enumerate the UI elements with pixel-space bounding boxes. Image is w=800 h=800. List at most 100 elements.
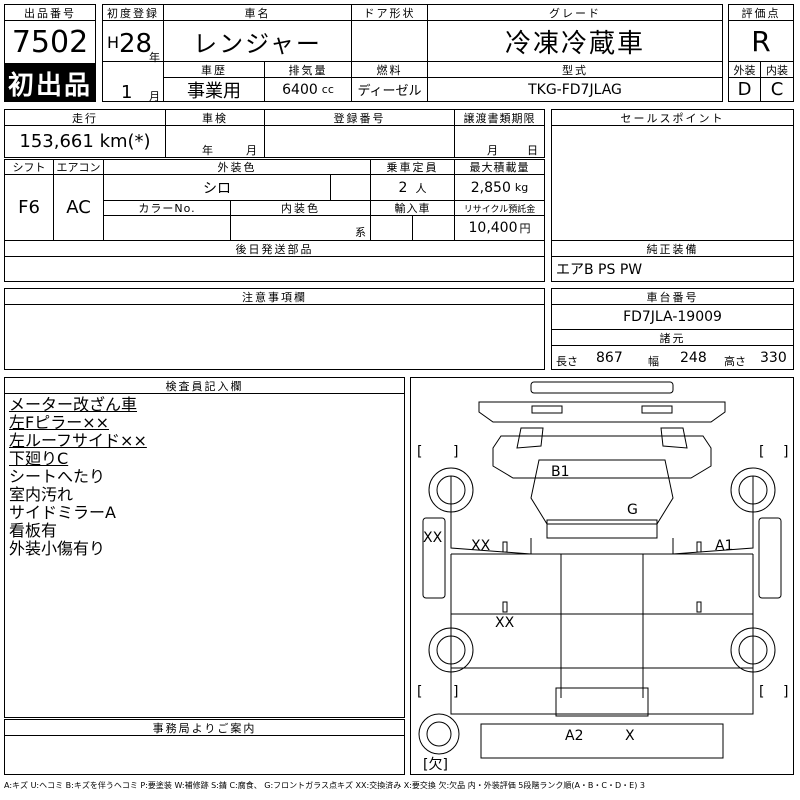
damage-mark-xx-left-mirror: XX bbox=[423, 530, 443, 546]
transfer-deadline: 月 日 bbox=[454, 125, 545, 158]
shift-label: シフト bbox=[4, 159, 54, 175]
displacement: 6400 cc bbox=[264, 77, 352, 102]
reg-year: 28 bbox=[119, 29, 153, 59]
equipment: エアB PS PW bbox=[551, 256, 794, 282]
recycle-fee-value: 10,400 bbox=[468, 220, 518, 236]
first-listing-badge: 初出品 bbox=[4, 64, 96, 102]
inspector-notes-list: メーター改ざん車 左Fピラー×× 左ルーフサイド×× 下廻りC シートへたり 室… bbox=[9, 396, 400, 558]
first-registration-month: 1 月 bbox=[102, 61, 164, 103]
caution-label: 注意事項欄 bbox=[4, 288, 545, 305]
interior-color: 系 bbox=[230, 215, 371, 241]
note-item: 室内汚れ bbox=[9, 485, 74, 504]
fuel-label: 燃料 bbox=[351, 61, 428, 78]
grade-label: グレード bbox=[427, 4, 723, 21]
max-load-label: 最大積載量 bbox=[454, 159, 545, 175]
sales-point-label: セールスポイント bbox=[551, 109, 794, 126]
dimensions-label: 諸元 bbox=[551, 329, 794, 346]
truck-outline bbox=[418, 381, 782, 759]
bracket-open: [ bbox=[417, 684, 423, 700]
exterior-color-extra bbox=[330, 174, 371, 201]
inspection-date: 年 月 bbox=[165, 125, 265, 158]
seats-label: 乗車定員 bbox=[370, 159, 455, 175]
car-name: レンジャー bbox=[163, 20, 352, 62]
import-flag bbox=[370, 215, 413, 241]
inspector-notes: メーター改ざん車 左Fピラー×× 左ルーフサイド×× 下廻りC シートへたり 室… bbox=[4, 393, 405, 718]
model-code-label: 型式 bbox=[427, 61, 723, 78]
score-label: 評価点 bbox=[728, 4, 794, 21]
era: H bbox=[107, 33, 120, 52]
bracket-close: ] bbox=[783, 444, 789, 460]
color-number-label: カラーNo. bbox=[103, 200, 231, 216]
max-load-value: 2,850 bbox=[470, 179, 511, 196]
history-label: 車歴 bbox=[163, 61, 265, 78]
transfer-month-unit: 月 bbox=[487, 144, 498, 157]
door-type bbox=[351, 20, 428, 62]
note-item: 下廻りC bbox=[9, 449, 69, 468]
vehicle-diagram: B1 G XX XX A1 XX A2 X [欠] [ ] [ ] [ ] [ … bbox=[410, 377, 794, 775]
dimensions: 長さ 867 幅 248 高さ 330 bbox=[551, 345, 794, 370]
grade: 冷凍冷蔵車 bbox=[427, 20, 723, 62]
mileage: 153,661 km(*) bbox=[4, 125, 166, 158]
bracket-close: ] bbox=[453, 684, 459, 700]
damage-mark-a1: A1 bbox=[715, 538, 734, 554]
displacement-value: 6400 bbox=[282, 81, 318, 98]
inspection-label: 車検 bbox=[165, 109, 265, 126]
transfer-deadline-label: 譲渡書類期限 bbox=[454, 109, 545, 126]
damage-mark-b1: B1 bbox=[551, 464, 570, 480]
damage-mark-xx-frame: XX bbox=[495, 615, 515, 631]
width-label: 幅 bbox=[648, 355, 659, 368]
exterior-color-label: 外装色 bbox=[103, 159, 371, 175]
bracket-close: ] bbox=[453, 444, 459, 460]
lot-number-label: 出品番号 bbox=[4, 4, 96, 21]
note-item: メーター改ざん車 bbox=[9, 395, 138, 414]
height-label: 高さ bbox=[724, 355, 746, 368]
plate-number-label: 登録番号 bbox=[264, 109, 455, 126]
inspection-month-unit: 月 bbox=[246, 144, 257, 157]
sales-point bbox=[551, 125, 794, 241]
note-item: 左ルーフサイド×× bbox=[9, 431, 147, 450]
parts-to-ship bbox=[4, 256, 545, 282]
first-registration-year: H 28 年 bbox=[102, 20, 164, 64]
car-name-label: 車名 bbox=[163, 4, 352, 21]
inspector-notes-label: 検査員記入欄 bbox=[4, 377, 405, 394]
missing-spare-mark: [欠] bbox=[423, 757, 448, 773]
office-notice bbox=[4, 735, 405, 775]
recycle-fee-unit: 円 bbox=[519, 222, 531, 235]
import-extra bbox=[412, 215, 455, 241]
parts-to-ship-label: 後日発送部品 bbox=[4, 240, 545, 257]
height: 330 bbox=[760, 350, 787, 366]
bracket-open: [ bbox=[759, 684, 765, 700]
bracket-close: ] bbox=[783, 684, 789, 700]
transfer-day-unit: 日 bbox=[527, 144, 538, 157]
interior-color-unit: 系 bbox=[355, 226, 366, 239]
note-item: 左Fピラー×× bbox=[9, 413, 110, 432]
note-item: サイドミラーA bbox=[9, 503, 116, 522]
damage-mark-g: G bbox=[627, 502, 638, 518]
seats-unit: 人 bbox=[415, 181, 427, 195]
aircon-label: エアコン bbox=[53, 159, 104, 175]
model-code: TKG-FD7JLAG bbox=[427, 77, 723, 102]
length-label: 長さ bbox=[556, 355, 578, 368]
width: 248 bbox=[680, 350, 707, 366]
chassis-number: FD7JLA-19009 bbox=[551, 304, 794, 330]
first-registration-label: 初度登録 bbox=[102, 4, 164, 21]
exterior-grade-label: 外装 bbox=[728, 61, 761, 78]
recycle-fee: 10,400 円 bbox=[454, 215, 545, 241]
damage-mark-x: X bbox=[625, 728, 635, 744]
color-number bbox=[103, 215, 231, 241]
length: 867 bbox=[596, 350, 623, 366]
max-load-unit: kg bbox=[514, 181, 529, 194]
bracket-open: [ bbox=[417, 444, 423, 460]
interior-color-label: 内装色 bbox=[230, 200, 371, 216]
caution-notes bbox=[4, 304, 545, 370]
lot-number: 7502 bbox=[4, 20, 96, 64]
seats: 2 人 bbox=[370, 174, 455, 201]
chassis-number-label: 車台番号 bbox=[551, 288, 794, 305]
displacement-unit: cc bbox=[321, 83, 334, 96]
interior-grade: C bbox=[760, 77, 794, 102]
fuel: ディーゼル bbox=[351, 77, 428, 102]
plate-number bbox=[264, 125, 455, 158]
reg-month-unit: 月 bbox=[149, 90, 160, 103]
reg-month: 1 bbox=[121, 82, 133, 103]
exterior-grade: D bbox=[728, 77, 761, 102]
